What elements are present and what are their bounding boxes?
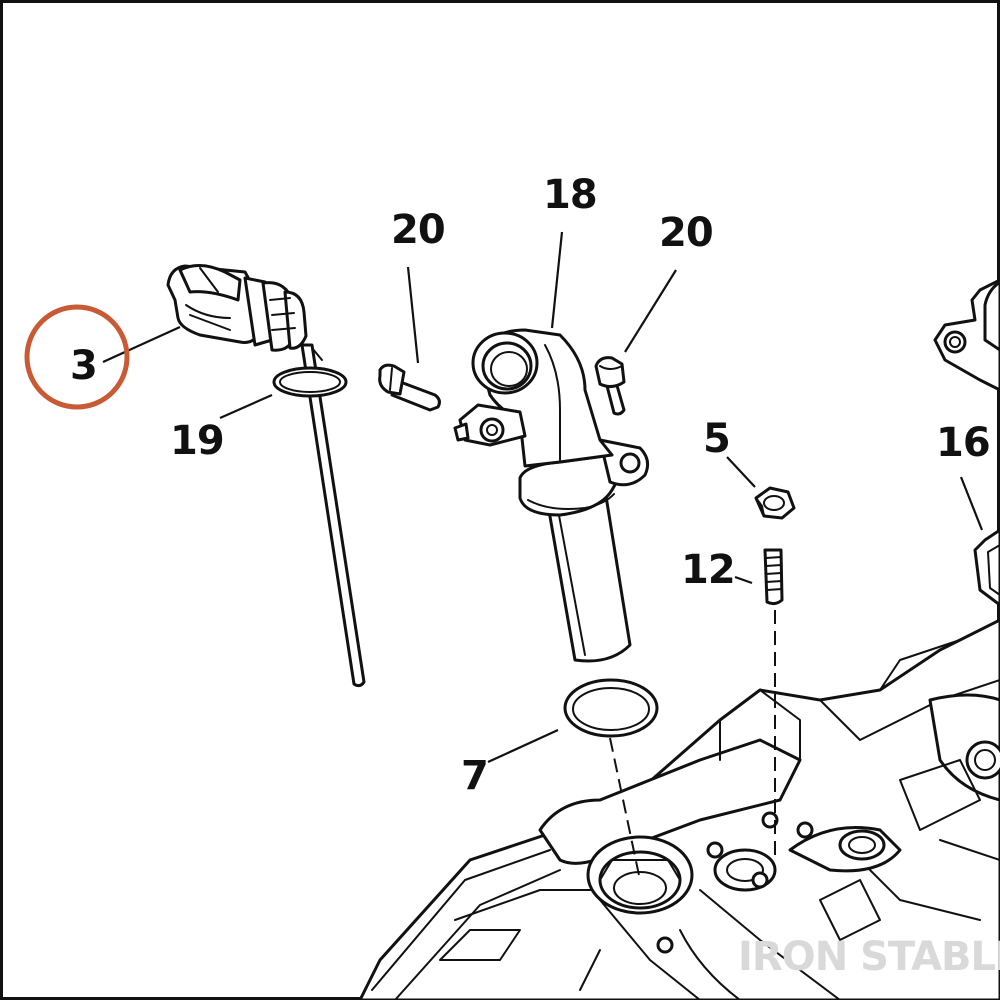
leader-5 (726, 456, 756, 488)
callout-19: 19 (170, 418, 224, 464)
callout-16: 16 (936, 420, 990, 466)
leader-18 (550, 231, 564, 329)
callout-20-right: 20 (659, 210, 713, 256)
part-20-bolt-right (594, 356, 626, 416)
part-16-cover (933, 278, 1000, 607)
watermark-text: IRON STABLE (738, 934, 1000, 980)
leader-7 (487, 728, 559, 764)
part-19-o-ring (272, 366, 348, 398)
part-12-stud (763, 548, 784, 606)
part-7-o-ring (563, 678, 659, 738)
callout-7: 7 (461, 753, 488, 799)
part-3-dipstick-cap (166, 264, 366, 688)
callout-20-left: 20 (391, 207, 445, 253)
callout-18: 18 (543, 172, 597, 218)
callout-5: 5 (703, 416, 730, 462)
part-18-filler-tube (453, 328, 650, 663)
leader-12 (734, 575, 753, 585)
callout-3: 3 (70, 343, 97, 389)
leader-lines (102, 231, 984, 764)
leader-3 (102, 325, 181, 364)
part-20-bolt-left (378, 363, 441, 412)
engine-case (358, 618, 1000, 1000)
leader-16 (959, 476, 984, 531)
assembly-lines (609, 610, 776, 881)
highlight-ring (24, 304, 130, 410)
leader-20a (406, 266, 420, 364)
callout-12: 12 (681, 547, 735, 593)
leader-20b (624, 269, 677, 353)
part-5-nut (754, 486, 796, 520)
leader-19 (219, 393, 273, 420)
